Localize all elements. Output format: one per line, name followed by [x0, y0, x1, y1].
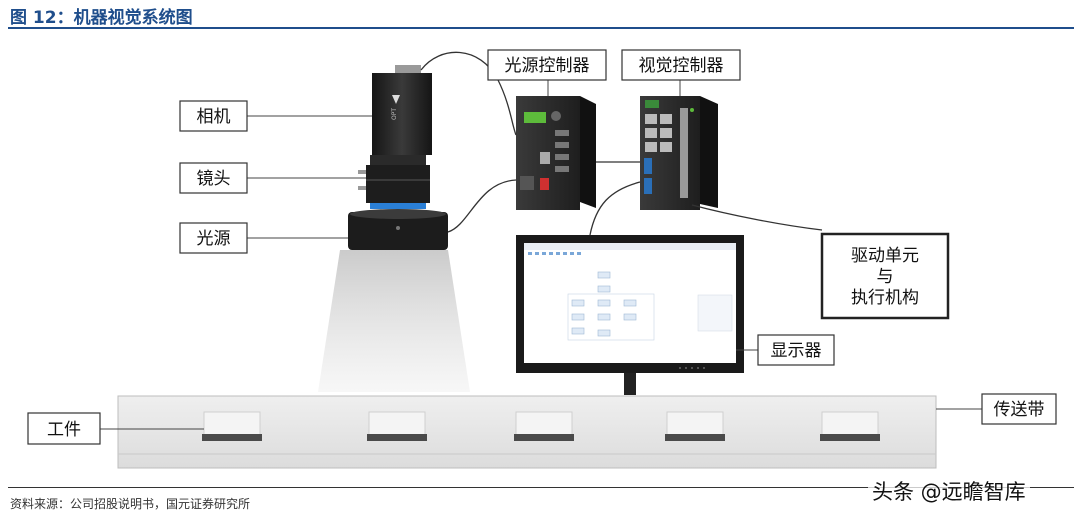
watermark: 头条 @远瞻智库: [868, 476, 1030, 506]
workpiece-5: [820, 411, 880, 441]
label-vision-controller-text: 视觉控制器: [639, 56, 724, 76]
lens: [358, 155, 430, 209]
label-light-source: 光源: [179, 222, 248, 254]
label-lens-text: 镜头: [197, 169, 231, 189]
label-light-controller: 光源控制器: [487, 49, 607, 81]
label-light-source-text: 光源: [197, 229, 231, 249]
label-conveyor-text: 传送带: [994, 400, 1045, 420]
label-workpiece: 工件: [27, 412, 101, 445]
label-camera: 相机: [179, 100, 248, 132]
cables: [420, 51, 823, 236]
label-actuator: 驱动单元 与 执行机构: [820, 232, 950, 320]
workpiece-4: [665, 411, 725, 441]
title-rule: [8, 27, 1074, 29]
cable-vision-controller-to-actuator: [691, 204, 823, 231]
light-beam: [318, 250, 470, 392]
svg-text:OPT: OPT: [391, 108, 398, 120]
light-controller-device: [516, 96, 596, 210]
workpieces: [202, 411, 880, 441]
source-note: 资料来源：公司招股说明书，国元证券研究所: [10, 497, 251, 511]
label-camera-text: 相机: [197, 107, 231, 127]
label-workpiece-text: 工件: [47, 420, 81, 440]
figure-title: 图 12：机器视觉系统图: [10, 8, 193, 28]
monitor-toolbar: [528, 252, 581, 255]
camera: OPT: [372, 65, 432, 155]
cable-vision-controller-to-monitor: [589, 181, 641, 236]
ring-light: [348, 209, 448, 250]
vision-controller-device: [640, 96, 718, 210]
label-light-controller-text: 光源控制器: [505, 56, 590, 76]
label-leaders: [100, 80, 982, 430]
monitor-flowchart: [571, 271, 637, 337]
workpiece-2: [367, 411, 427, 441]
label-lens: 镜头: [179, 162, 248, 194]
workpiece-1: [202, 411, 262, 441]
label-display: 显示器: [757, 334, 835, 366]
workpiece-3: [514, 411, 574, 441]
label-vision-controller: 视觉控制器: [621, 49, 741, 81]
label-actuator-line1: 驱动单元: [851, 246, 919, 266]
label-actuator-line2: 与: [877, 267, 894, 287]
label-actuator-line3: 执行机构: [851, 288, 919, 308]
label-display-text: 显示器: [771, 341, 822, 361]
label-conveyor: 传送带: [981, 393, 1057, 425]
monitor: [516, 235, 744, 395]
cable-ringlight-to-light-controller: [447, 179, 517, 233]
bottom-rule: [8, 487, 1074, 488]
